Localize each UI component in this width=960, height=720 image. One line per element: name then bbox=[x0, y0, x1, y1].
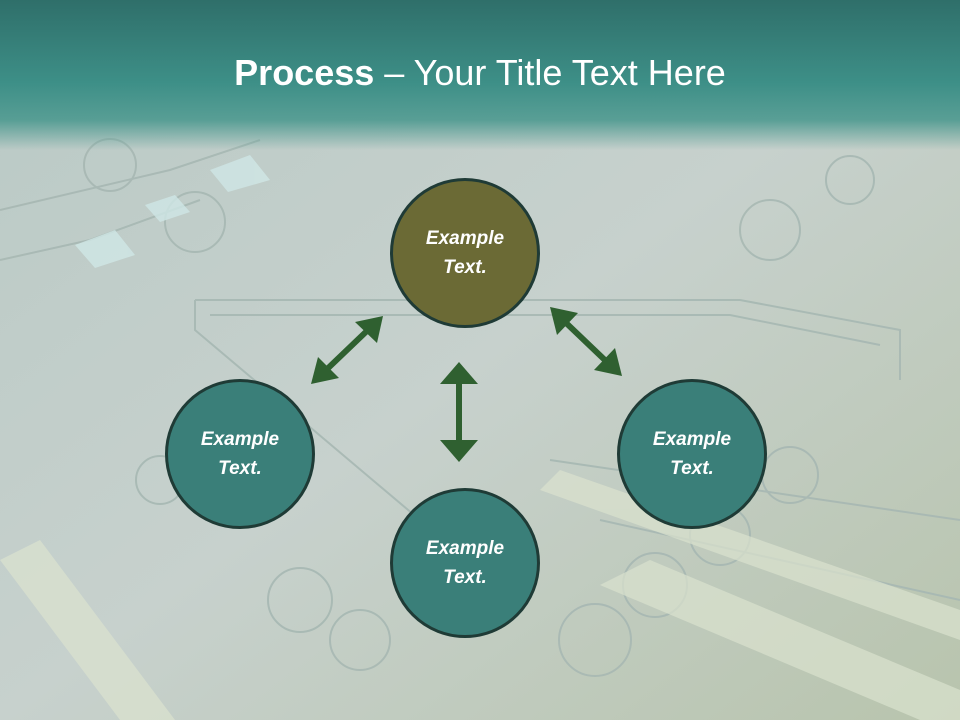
slide-title: Process – Your Title Text Here bbox=[0, 52, 960, 94]
node-bottom-label: Example Text. bbox=[425, 538, 505, 588]
node-left: Example Text. bbox=[165, 379, 315, 529]
node-left-label: Example Text. bbox=[200, 429, 280, 479]
node-top-label: Example Text. bbox=[425, 228, 505, 278]
title-bold: Process bbox=[234, 52, 375, 93]
arrow-top-right bbox=[550, 307, 622, 376]
node-bottom: Example Text. bbox=[390, 488, 540, 638]
arrow-top-left bbox=[311, 316, 383, 384]
title-rest: – Your Title Text Here bbox=[374, 52, 726, 93]
node-right-label: Example Text. bbox=[652, 429, 732, 479]
node-top: Example Text. bbox=[390, 178, 540, 328]
arrow-vertical bbox=[440, 362, 478, 462]
title-bar bbox=[0, 0, 960, 150]
node-right: Example Text. bbox=[617, 379, 767, 529]
